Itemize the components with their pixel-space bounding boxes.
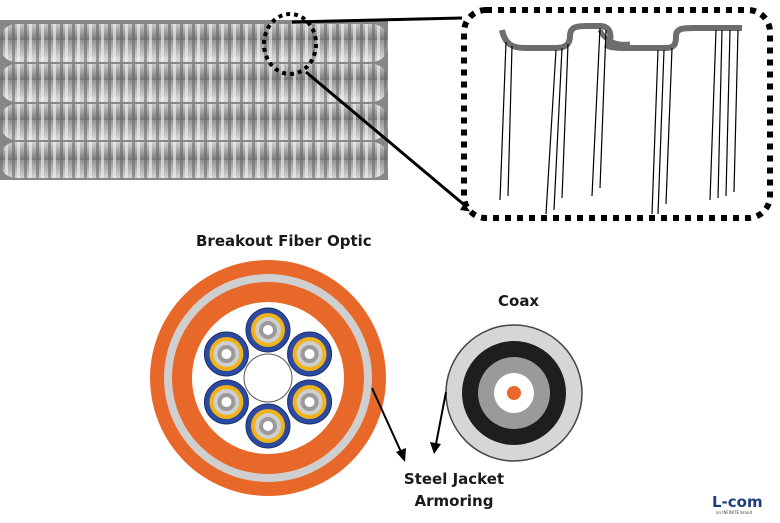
fiber-unit xyxy=(203,331,249,377)
fiber-unit xyxy=(287,331,333,377)
armor-pointer-fiber-head xyxy=(396,448,406,462)
magnifier-ellipse xyxy=(262,12,318,76)
lcom-logo: L-com an INFINITE brand xyxy=(712,493,772,519)
logo-tagline: an INFINITE brand xyxy=(716,510,753,515)
armor-label-line2: Armoring xyxy=(414,492,494,510)
armor-pointer-coax-head xyxy=(430,442,441,454)
fiber-unit xyxy=(203,379,249,425)
armored-cable-photo xyxy=(0,20,388,180)
zoom-connector-bottom xyxy=(305,70,469,210)
fiber-unit xyxy=(287,379,333,425)
steel-jacket-armoring-label: Steel Jacket Armoring xyxy=(394,468,514,512)
fiber-unit xyxy=(245,403,291,449)
coax-cross-section xyxy=(445,324,583,462)
fiber-units xyxy=(203,307,333,449)
interlock-profile xyxy=(499,23,742,215)
fiber-unit xyxy=(245,307,291,353)
breakout-fiber-cross-section xyxy=(150,260,386,496)
armor-label-line1: Steel Jacket xyxy=(403,470,505,488)
armor-pointer-fiber xyxy=(371,387,403,455)
coax-title: Coax xyxy=(498,292,540,310)
armor-pointer-coax xyxy=(435,391,447,445)
breakout-fiber-title: Breakout Fiber Optic xyxy=(196,232,372,250)
zoom-connector-top xyxy=(291,16,463,24)
logo-text: L-com xyxy=(712,493,763,511)
zoom-detail-box xyxy=(461,7,773,221)
